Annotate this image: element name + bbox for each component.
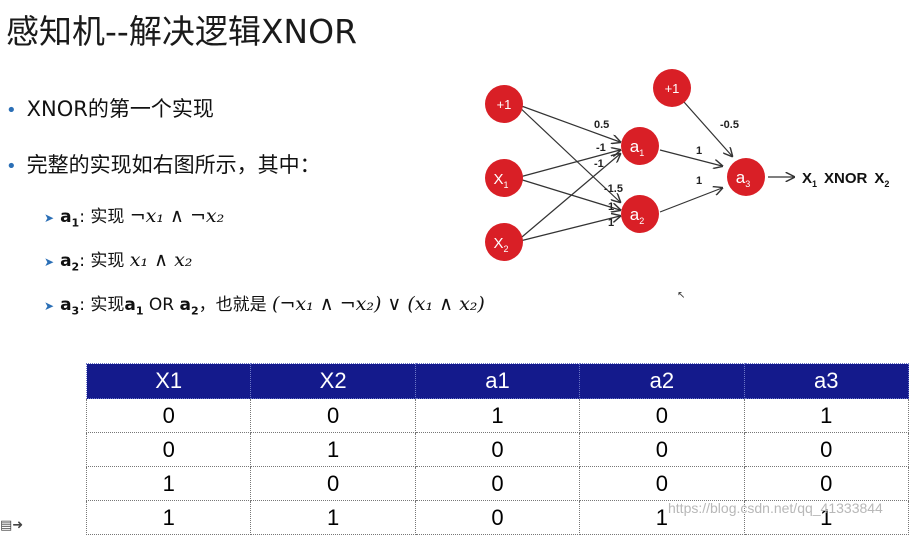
weight-x2-a1: -1	[594, 158, 604, 170]
edge-x1-a2	[515, 177, 620, 210]
node-a1	[621, 127, 659, 165]
label-a1: a1	[60, 207, 80, 230]
ref-a1: a1	[124, 295, 144, 318]
subitem-a3: ➤a3: 实现a1 OR a2，也就是 (¬x₁ ∧ ¬x₂) ∨ (x₁ ∧ …	[44, 293, 485, 318]
subitem-a1-text: : 实现	[79, 207, 130, 227]
table-header-row: X1 X2 a1 a2 a3	[85, 363, 909, 399]
edge-a2-a3	[659, 188, 722, 213]
table-cell: 0	[743, 466, 909, 501]
table-cell: 0	[414, 432, 581, 467]
node-a2-label: a2	[630, 205, 644, 226]
bullet-2-text: 完整的实现如右图所示，其中：	[26, 153, 321, 177]
table-cell: 0	[579, 432, 745, 467]
table-cell: 1	[743, 500, 909, 535]
edge-a1-a3	[659, 149, 722, 166]
arrow-bullet-icon: ➤	[44, 299, 55, 313]
edge-weights: 0.5 -1 -1 -1.5 1 1 1 1 -0.5	[594, 119, 739, 229]
table-row: 0 0 1 0 1	[85, 398, 909, 433]
node-a3	[727, 158, 765, 196]
node-bias-2-label: +1	[665, 81, 680, 96]
weight-x1-a2: 1	[608, 201, 614, 213]
column-header: a3	[743, 363, 909, 399]
perceptron-network-diagram: 0.5 -1 -1 -1.5 1 1 1 1 -0.5 +1 X1 X2 +1 …	[485, 69, 889, 261]
edge-bias2-a3	[683, 101, 732, 156]
table-cell: 1	[743, 398, 909, 433]
slide-title: 感知机--解决逻辑XNOR	[6, 12, 358, 51]
mouse-cursor-icon: ↖	[677, 290, 686, 301]
ref-a2: a2	[179, 295, 199, 318]
bullet-dot: •	[6, 100, 17, 121]
bullet-2: • 完整的实现如右图所示，其中：	[6, 150, 321, 182]
table-cell: 0	[250, 398, 416, 433]
node-a1-label: a1	[630, 137, 644, 158]
table-cell: 0	[579, 398, 745, 433]
network-edges	[515, 101, 794, 243]
node-a3-label: a3	[736, 168, 750, 189]
column-header: a2	[579, 363, 745, 399]
table-cell: 1	[414, 398, 581, 433]
table-cell: 0	[85, 398, 252, 433]
table-row: 1 0 0 0 0	[85, 466, 909, 501]
node-a2	[621, 195, 659, 233]
table-cell: 0	[743, 432, 909, 467]
edge-x1-a1	[515, 150, 620, 179]
column-header: a1	[414, 363, 581, 399]
watermark: https://blog.csdn.net/qq_41333844	[668, 500, 883, 516]
subitem-a1: ➤ a1: 实现 ¬x₁ ∧ ¬x₂	[44, 203, 224, 236]
slide-nav-arrow-icon[interactable]: ▤➜	[0, 518, 24, 533]
label-a2: a2	[60, 251, 80, 274]
bullet-1: • XNOR的第一个实现	[6, 94, 214, 126]
table-cell: 0	[414, 466, 581, 501]
formula-a2: x₁ ∧ x₂	[129, 249, 193, 271]
edge-x2-a1	[515, 154, 620, 243]
node-x2-label: X2	[493, 235, 508, 254]
weight-bias-a1: 0.5	[594, 119, 609, 131]
node-x2	[485, 223, 523, 261]
table-cell: 1	[85, 466, 252, 501]
weight-bias2-a3: -0.5	[720, 119, 739, 131]
table-cell: 1	[250, 432, 416, 467]
arrow-bullet-icon: ➤	[44, 255, 55, 269]
weight-a1-a3: 1	[696, 145, 702, 157]
weight-x2-a2: 1	[608, 217, 614, 229]
edge-bias-a2	[515, 103, 620, 202]
column-header: X1	[85, 363, 252, 399]
table-cell: 0	[414, 500, 581, 535]
table-cell: 0	[85, 432, 252, 467]
label-a3: a3	[60, 295, 80, 318]
truth-table: X1 X2 a1 a2 a3 0 0 1 0 1 0 1 0 0 0 1 0 0…	[85, 363, 909, 535]
network-nodes: +1 X1 X2 +1 a1 a2 a3	[485, 69, 765, 261]
node-bias-1	[485, 85, 523, 123]
node-bias-1-label: +1	[497, 97, 512, 112]
bullet-1-text: XNOR的第一个实现	[26, 97, 214, 121]
table-cell: 1	[85, 500, 252, 535]
table-cell: 0	[250, 466, 416, 501]
table-cell: 1	[579, 500, 745, 535]
table-cell: 1	[250, 500, 416, 535]
node-x1	[485, 159, 523, 197]
weight-bias-a2: -1.5	[604, 183, 623, 195]
table-cell: 0	[579, 466, 745, 501]
formula-a3: (¬x₁ ∧ ¬x₂) ∨ (x₁ ∧ x₂)	[272, 293, 485, 315]
node-bias-2	[653, 69, 691, 107]
bullet-dot: •	[6, 156, 17, 177]
edge-x2-a2	[515, 216, 620, 243]
table-row: 0 1 0 0 0	[85, 432, 909, 467]
subitem-a2: ➤ a2: 实现 x₁ ∧ x₂	[44, 247, 192, 280]
weight-x1-a1: -1	[596, 142, 606, 154]
node-x1-label: X1	[493, 171, 508, 190]
arrow-bullet-icon: ➤	[44, 211, 55, 225]
edge-bias-a1	[515, 103, 620, 142]
formula-a1: ¬x₁ ∧ ¬x₂	[129, 205, 225, 227]
weight-a2-a3: 1	[696, 175, 702, 187]
column-header: X2	[250, 363, 416, 399]
subitem-a2-text: : 实现	[79, 251, 130, 271]
